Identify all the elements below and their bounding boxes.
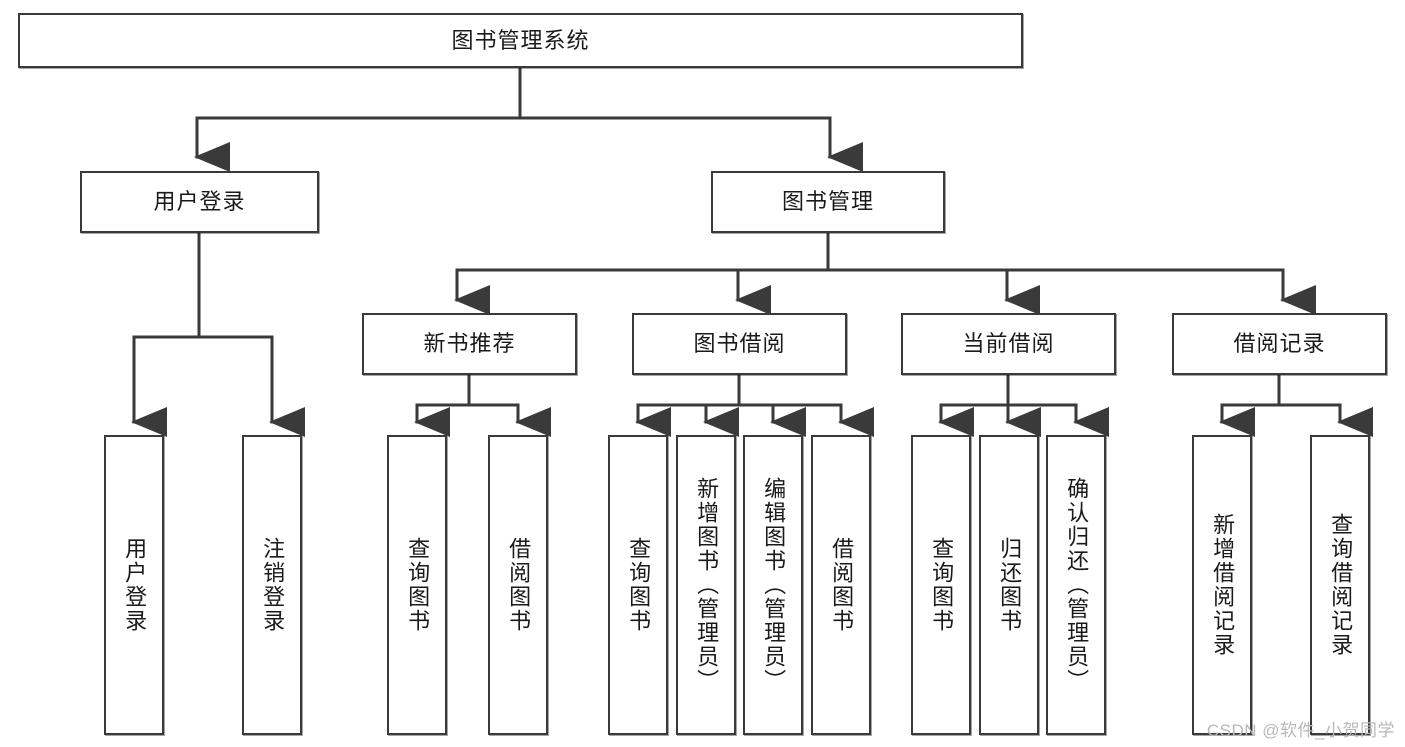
node-leaf-query-book-2[interactable]: 查询图书 (608, 435, 668, 735)
node-leaf-borrow-book-2[interactable]: 借阅图书 (811, 435, 871, 735)
node-book-manage[interactable]: 图书管理 (711, 171, 945, 233)
node-leaf-add-book-label: 新增图书（管理员） (694, 477, 720, 693)
node-book-borrow-label: 图书借阅 (693, 331, 786, 357)
node-leaf-edit-book[interactable]: 编辑图书（管理员） (743, 435, 803, 735)
node-leaf-query-book-1-label: 查询图书 (405, 537, 431, 633)
watermark-text: CSDN @软件_小贺同学 (1206, 721, 1395, 740)
node-leaf-query-record-label: 查询借阅记录 (1328, 513, 1354, 657)
node-book-manage-label: 图书管理 (781, 189, 874, 215)
node-leaf-edit-book-label: 编辑图书（管理员） (761, 477, 787, 693)
node-leaf-user-login-label: 用户登录 (122, 537, 148, 633)
node-leaf-return-book[interactable]: 归还图书 (979, 435, 1039, 735)
node-current-borrow[interactable]: 当前借阅 (901, 313, 1116, 375)
node-user-login-label: 用户登录 (153, 189, 246, 215)
node-leaf-query-book-3[interactable]: 查询图书 (911, 435, 971, 735)
node-borrow-record[interactable]: 借阅记录 (1172, 313, 1387, 375)
node-leaf-user-login[interactable]: 用户登录 (104, 435, 164, 735)
node-leaf-add-book[interactable]: 新增图书（管理员） (676, 435, 736, 735)
node-user-login[interactable]: 用户登录 (80, 171, 319, 233)
node-leaf-query-book-1[interactable]: 查询图书 (387, 435, 447, 735)
node-new-book-recommend-label: 新书推荐 (423, 331, 516, 357)
node-book-borrow[interactable]: 图书借阅 (632, 313, 847, 375)
node-leaf-add-record[interactable]: 新增借阅记录 (1192, 435, 1252, 735)
node-root[interactable]: 图书管理系统 (18, 13, 1023, 68)
node-leaf-query-book-2-label: 查询图书 (626, 537, 652, 633)
node-root-label: 图书管理系统 (451, 27, 590, 53)
node-leaf-query-record[interactable]: 查询借阅记录 (1310, 435, 1370, 735)
node-leaf-confirm-return-label: 确认归还（管理员） (1064, 477, 1090, 693)
node-leaf-query-book-3-label: 查询图书 (929, 537, 955, 633)
node-leaf-borrow-book-2-label: 借阅图书 (829, 537, 855, 633)
node-leaf-logout-login-label: 注销登录 (260, 537, 286, 633)
node-leaf-borrow-book-1-label: 借阅图书 (506, 537, 532, 633)
node-leaf-confirm-return[interactable]: 确认归还（管理员） (1046, 435, 1106, 735)
node-borrow-record-label: 借阅记录 (1233, 331, 1326, 357)
node-leaf-return-book-label: 归还图书 (997, 537, 1023, 633)
node-leaf-add-record-label: 新增借阅记录 (1210, 513, 1236, 657)
node-leaf-logout-login[interactable]: 注销登录 (242, 435, 302, 735)
node-current-borrow-label: 当前借阅 (962, 331, 1055, 357)
node-new-book-recommend[interactable]: 新书推荐 (362, 313, 577, 375)
node-leaf-borrow-book-1[interactable]: 借阅图书 (488, 435, 548, 735)
